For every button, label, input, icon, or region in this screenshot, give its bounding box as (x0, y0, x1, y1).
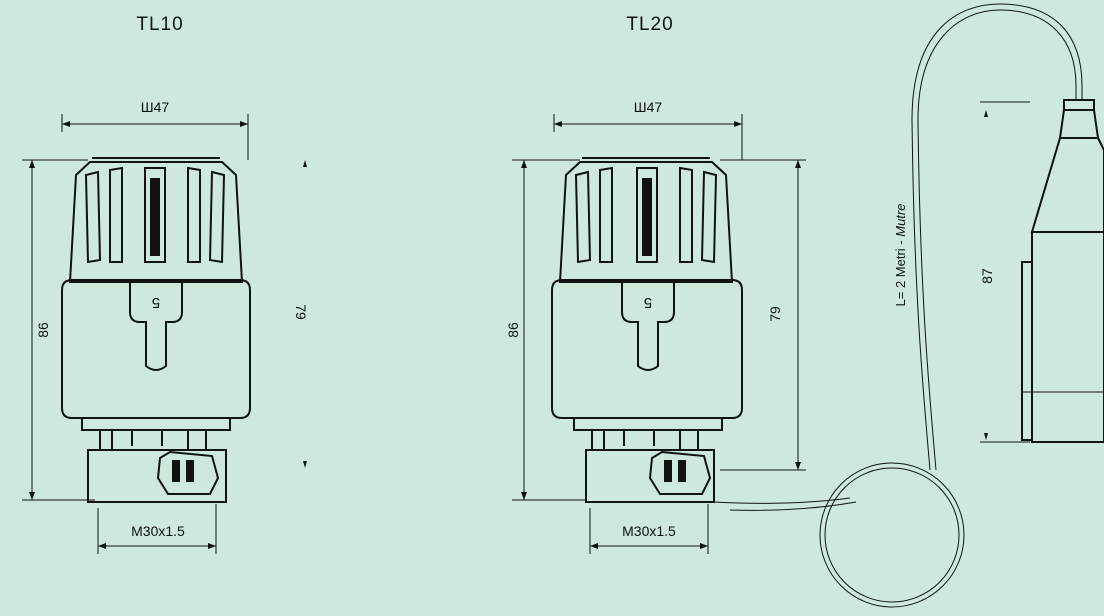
tl20-width-label: Ш47 (634, 99, 663, 115)
tl10-thread-dimension: M30x1.5 (97, 504, 217, 554)
tl20-height-label: 86 (505, 322, 521, 338)
tl20-thread-dimension: M30x1.5 (589, 504, 709, 554)
tl20-sensor-bulb (1021, 86, 1104, 443)
tl10-height-label: 86 (35, 322, 51, 338)
tl10-drawing: TL10 Ш47 86 79 (22, 14, 309, 554)
tl10-height-dimension: 86 (22, 159, 95, 501)
tl20-width-dimension: Ш47 (553, 99, 743, 160)
tl20-capillary-label-italic: Mutre (893, 204, 908, 237)
tl20-capillary-label: L= 2 Metri - Mutre (893, 204, 908, 307)
tl20-title: TL20 (626, 14, 673, 35)
tl20-drawing: TL20 Ш47 86 79 (505, 3, 1104, 608)
tl20-dial-number: 5 (644, 294, 652, 311)
tl10-thread-label: M30x1.5 (131, 523, 185, 539)
tl20-inner-height-dimension: 79 (720, 159, 806, 471)
tl20-thread-label: M30x1.5 (622, 523, 676, 539)
tl20-height-dimension: 86 (505, 159, 586, 501)
tl20-knob: 5 (551, 157, 743, 503)
tl10-width-label: Ш47 (141, 99, 170, 115)
tl20-sensor-height-label: 87 (979, 268, 995, 284)
tl10-inner-height-dimension: 79 (293, 160, 309, 468)
tl20-sensor-height-dimension: 87 (979, 101, 1030, 443)
tl10-knob: 5 (61, 157, 251, 503)
tl10-title: TL10 (136, 14, 183, 35)
tl20-inner-height-label: 79 (767, 306, 783, 322)
tl20-capillary-label-regular: L= 2 Metri - (893, 237, 908, 307)
tl10-width-dimension: Ш47 (61, 99, 249, 160)
tl10-inner-height-label: 79 (293, 304, 309, 320)
tl10-dial-number: 5 (152, 294, 160, 311)
tl20-capillary-tube (713, 3, 1083, 608)
